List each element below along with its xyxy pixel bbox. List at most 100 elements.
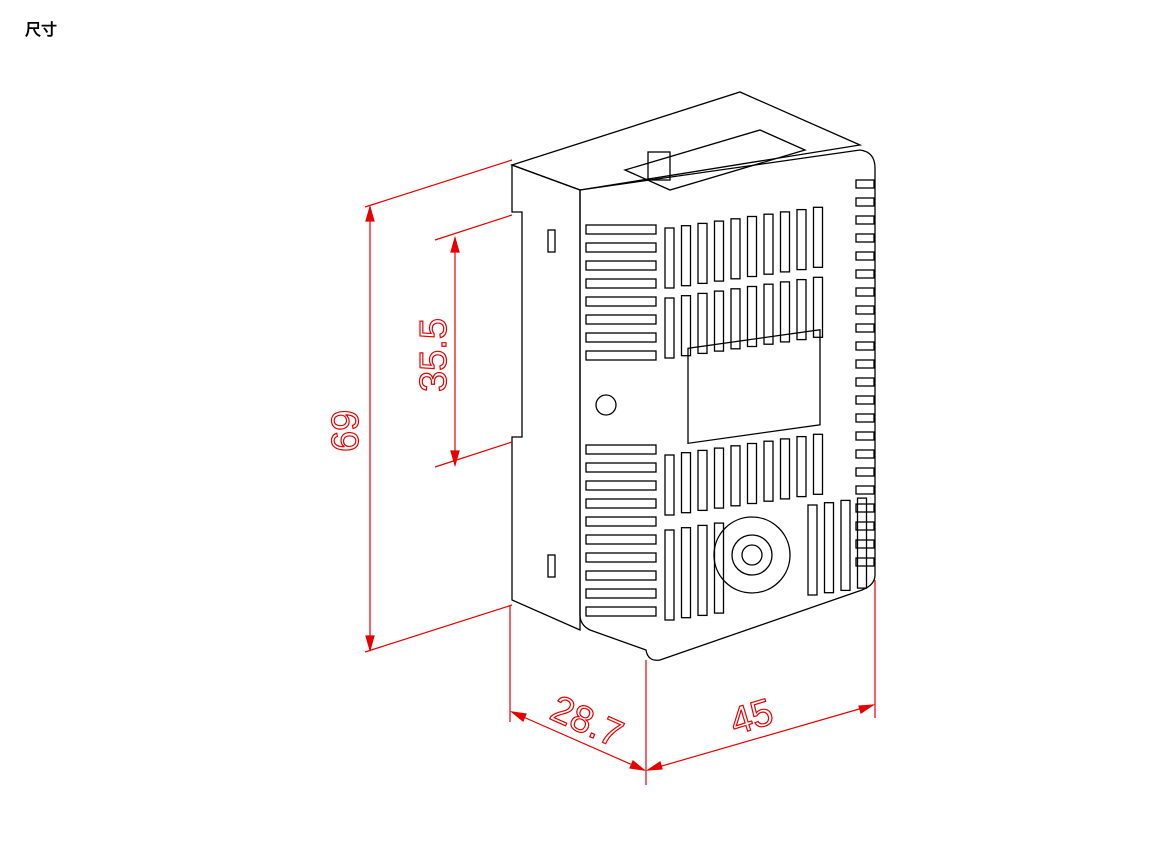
vent-slot (713, 522, 725, 614)
right-fin (855, 359, 875, 369)
vent-slot (664, 297, 675, 359)
vent-slot (713, 220, 725, 282)
dim-label-45: 45 (725, 691, 778, 744)
vent-slot (807, 504, 818, 596)
side-fin (585, 444, 657, 455)
vent-slot (697, 292, 708, 355)
device-side-face (511, 164, 581, 631)
side-fin (585, 480, 657, 491)
vent-slot (746, 215, 758, 278)
vent-slot (680, 225, 692, 287)
dim-label-35-5: 35.5 (413, 318, 455, 392)
right-fin (855, 413, 875, 423)
right-fin (855, 521, 875, 531)
side-fin (585, 516, 657, 527)
right-fin (855, 233, 875, 243)
right-fin (855, 377, 875, 387)
right-fin (855, 557, 875, 567)
vent-slot (763, 283, 774, 345)
dim-label-69: 69 (325, 410, 367, 452)
vent-slot (697, 222, 708, 285)
dim-label-28-7: 28.7 (544, 688, 629, 756)
switch-knob (647, 151, 671, 181)
vent-slot (779, 281, 791, 343)
right-fin (855, 431, 875, 441)
vent-slot (664, 227, 675, 289)
right-fin (855, 467, 875, 477)
vent-slot (763, 213, 774, 275)
label-window (687, 329, 821, 445)
side-fin (585, 278, 657, 289)
side-fin (585, 332, 657, 343)
vent-slot (680, 452, 692, 514)
device-front-face (579, 149, 876, 661)
dimension-lines (364, 159, 876, 785)
dim-line-45 (647, 704, 874, 771)
vent-slot (812, 433, 824, 495)
right-fin (855, 215, 875, 225)
vent-slot (680, 295, 692, 357)
vent-slot (779, 438, 791, 500)
dim-line-28-7 (511, 711, 645, 771)
vent-slot (763, 440, 774, 502)
right-fin (855, 503, 875, 513)
side-fin (585, 606, 657, 617)
side-fin (585, 462, 657, 473)
right-fin (855, 449, 875, 459)
vent-slot (730, 288, 741, 350)
vent-slot (840, 499, 851, 592)
sensor-port-inner (731, 534, 773, 576)
page-title: 尺寸 (25, 20, 58, 39)
right-fin (855, 251, 875, 261)
right-fin (855, 179, 875, 189)
side-fin (585, 224, 657, 235)
right-fin (855, 323, 875, 333)
vent-slot (823, 502, 835, 594)
mount-hole (595, 394, 617, 416)
vent-fins (585, 179, 875, 621)
vent-slot (730, 445, 741, 507)
right-fin (855, 269, 875, 279)
vent-slot (713, 447, 725, 509)
right-fin (855, 485, 875, 495)
vent-slot (746, 285, 758, 348)
vent-slot (664, 529, 675, 621)
side-fin (585, 260, 657, 271)
vent-slot (664, 454, 675, 516)
vent-slot (697, 524, 708, 617)
vent-slot (697, 449, 708, 512)
right-fin (855, 539, 875, 549)
vent-slot (796, 435, 807, 498)
vent-slot (856, 497, 868, 589)
vent-slot (779, 211, 791, 273)
vent-slot (746, 442, 758, 505)
vent-slot (796, 208, 807, 271)
right-fin (855, 305, 875, 315)
right-fin (855, 287, 875, 297)
sensor-port-outer (713, 516, 791, 594)
side-fin (585, 570, 657, 581)
right-fin (855, 341, 875, 351)
vent-slot (680, 527, 692, 619)
device-outline (510, 91, 876, 661)
sensor-port-core (741, 544, 763, 566)
vent-slot (730, 218, 741, 280)
side-fin (585, 296, 657, 307)
side-clip-top (547, 229, 556, 253)
side-clip-bottom (547, 554, 556, 578)
side-fin (585, 242, 657, 253)
side-fin (585, 314, 657, 325)
side-fin (585, 350, 657, 361)
vent-slot (812, 276, 824, 338)
right-fin (855, 197, 875, 207)
side-fin (585, 534, 657, 545)
side-fin (585, 588, 657, 599)
vent-slot (713, 290, 725, 352)
side-fin (585, 498, 657, 509)
vent-slot (796, 278, 807, 341)
side-fin (585, 552, 657, 563)
right-fin (855, 395, 875, 405)
vent-slot (812, 206, 824, 268)
